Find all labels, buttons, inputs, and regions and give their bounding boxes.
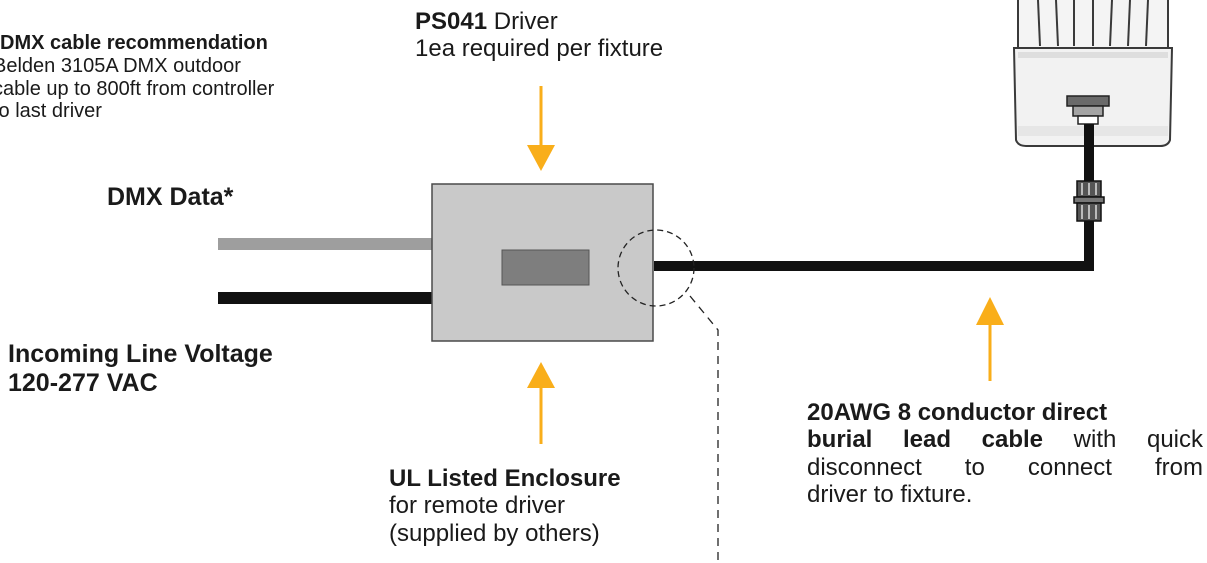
lead-cable-detail: with quick [1043,426,1203,454]
detail-callout-circle [617,229,695,307]
driver-window [501,249,590,286]
detail-leader-line [689,295,719,563]
lead-cable-line [654,124,1094,271]
enclosure-title: UL Listed Enclosure [389,465,621,492]
driver-note: PS041 Driver 1ea required per fixture [415,8,663,63]
lead-cable-line: disconnect to connect from [807,453,1203,481]
lead-cable-type: burial lead cable [807,426,1044,454]
lead-cable-note: 20AWG 8 conductor direct burial lead cab… [807,399,1203,508]
driver-name: Driver [487,8,558,35]
dmx-recommendation-line: to last driver [0,100,102,123]
dmx-data-label: DMX Data* [107,183,234,211]
dmx-cable-recommendation: DMX cable recommendation Belden 3105A DM… [0,32,274,123]
dmx-recommendation-title: DMX cable recommendation [0,32,268,54]
line-voltage-title: Incoming Line Voltage [8,340,273,368]
up-arrow-icon [976,297,1004,381]
down-arrow-icon [527,86,555,171]
lead-cable-title: 20AWG 8 conductor direct [807,399,1108,426]
line-voltage-label: Incoming Line Voltage 120-277 VAC [8,340,273,397]
enclosure-line: for remote driver [389,492,566,520]
quick-disconnect-connector-icon [1073,180,1105,222]
line-voltage-range: 120-277 VAC [8,368,158,397]
driver-model: PS041 [415,8,488,35]
dmx-recommendation-line: Belden 3105A DMX outdoor [0,54,241,77]
lead-cable-line: burial lead cable with quick [807,426,1203,453]
driver-requirement: 1ea required per fixture [415,35,664,63]
enclosure-box [431,183,654,342]
dmx-recommendation-line: cable up to 800ft from controller [0,77,275,100]
up-arrow-icon [527,362,555,444]
enclosure-line: (supplied by others) [389,519,600,547]
lead-cable-line: driver to fixture. [807,481,973,509]
light-fixture-icon [1012,0,1174,147]
enclosure-note: UL Listed Enclosure for remote driver (s… [389,465,621,547]
